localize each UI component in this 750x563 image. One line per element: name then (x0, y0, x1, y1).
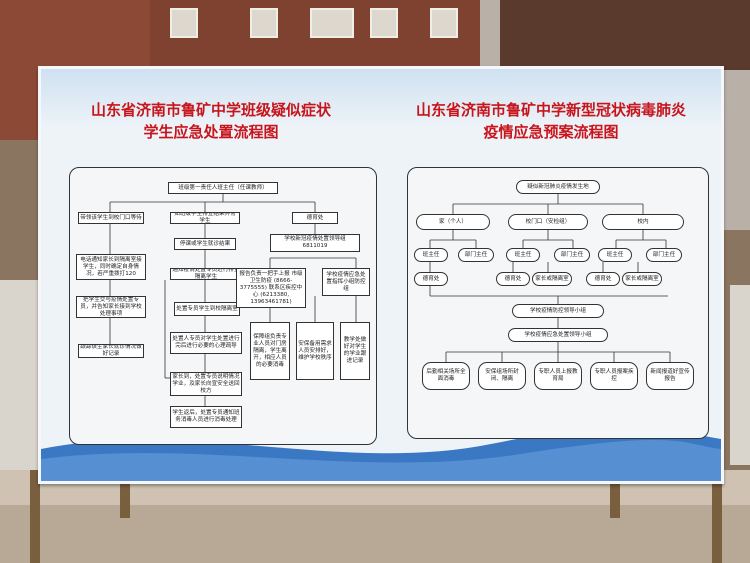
left-col2-box: 处置专员学生到校隔离室 (174, 302, 240, 316)
left-col3-box: 教学处做好对学生的学业跟进记录 (340, 322, 370, 380)
right-level3-box: 家长或隔离室 (622, 272, 662, 286)
right-level2-box: 部门主任 (458, 248, 494, 262)
board-leg (120, 478, 130, 518)
notice-board: 山东省济南市鲁矿中学班级疑似症状 学生应急处置流程图 山东省济南市鲁矿中学新型冠… (38, 66, 724, 484)
left-col1-box: 带领该学生到校门口等待 (78, 212, 144, 224)
board-footer-wave (41, 426, 721, 481)
right-flowchart: 疑似新冠肺炎疫情发生地 家（个人） 校门口（安检组） 校内 班主任 部门主任 班… (407, 167, 709, 439)
right-title-line1: 山东省济南市鲁矿中学新型冠状病毒肺炎 (415, 101, 686, 119)
left-col2-box: 如班级学生排查结果异常学生 (170, 212, 240, 224)
right-group-box: 学校疫情应急处置领导小组 (508, 328, 608, 342)
right-level3-box: 家长或隔离室 (532, 272, 572, 286)
right-level1-box: 校内 (602, 214, 684, 230)
left-title: 山东省济南市鲁矿中学班级疑似症状 学生应急处置流程图 (61, 99, 361, 143)
left-flowchart: 班级第一责任人班主任（任课教师） 带领该学生到校门口等待 电话通知家长到隔离室接… (69, 167, 377, 445)
right-group-box: 学校疫情防控领导小组 (512, 304, 604, 318)
window (310, 8, 354, 38)
right-bottom-box: 新闻报道好宣传报告 (646, 362, 694, 390)
right-level2-box: 部门主任 (554, 248, 590, 262)
window (370, 8, 398, 38)
left-col2-box: 通知疫情处置专员进行排查隔离学生 (170, 268, 242, 280)
right-bottom-box: 后勤相关场所全面消毒 (422, 362, 470, 390)
railing-right (730, 285, 750, 465)
right-level2-box: 班主任 (506, 248, 540, 262)
right-bottom-box: 专职人员上报教育局 (534, 362, 582, 390)
left-col3-box: 保障组负责专业人员对门房隔离，学生离开，相应人员的必要消毒 (250, 322, 290, 380)
right-bottom-box: 安保组场所封闭、隔离 (478, 362, 526, 390)
balcony (500, 0, 750, 70)
right-top-box: 疑似新冠肺炎疫情发生地 (516, 180, 600, 194)
left-col3-box: 安保备用需求人员安排好，维护学校秩序 (296, 322, 334, 380)
window (430, 8, 458, 38)
left-top-box: 班级第一责任人班主任（任课教师） (168, 182, 278, 194)
right-title: 山东省济南市鲁矿中学新型冠状病毒肺炎 疫情应急预案流程图 (391, 99, 711, 143)
right-title-line2: 疫情应急预案流程图 (483, 123, 619, 141)
board-header-wave (41, 69, 721, 129)
left-col1-box: 跟踪该生家长就诊情况做好记录 (78, 344, 144, 358)
window (170, 8, 198, 38)
right-connectors (429, 194, 671, 362)
right-level3-box: 德育处 (414, 272, 448, 286)
left-col3-box: 学校疫情应急处置指挥小组防控组 (322, 268, 370, 296)
right-level1-box: 家（个人） (416, 214, 490, 230)
left-title-line1: 山东省济南市鲁矿中学班级疑似症状 (90, 101, 331, 119)
right-level3-box: 德育处 (496, 272, 530, 286)
right-bottom-box: 专职人员报案疾控 (590, 362, 638, 390)
left-col3-top-box: 德育处 (292, 212, 338, 224)
right-level2-box: 班主任 (598, 248, 632, 262)
right-level1-box: 校门口（安检组） (508, 214, 588, 230)
board-leg (30, 470, 40, 563)
left-col1-box: 把学生交与疫情处置专员，并告知家长接到学校处理事项 (76, 296, 146, 318)
railing-left (0, 280, 38, 470)
left-title-line2: 学生应急处置流程图 (143, 123, 279, 141)
left-col1-box: 电话通知家长到隔离室接学生，同时确定自身情况，若严重拨打120 (76, 254, 146, 280)
ground-shadow (0, 505, 750, 563)
right-level3-box: 德育处 (586, 272, 620, 286)
right-level2-box: 班主任 (414, 248, 448, 262)
board-leg (610, 478, 620, 518)
left-col2-box: 家长到，处置专员说明情况学业，及家长向宣安全送回校方 (170, 372, 242, 396)
window (250, 8, 278, 38)
brick-building-middle (150, 0, 490, 70)
right-level2-box: 部门主任 (646, 248, 682, 262)
board-leg (712, 470, 722, 563)
left-col2-box: 停课或学生就诊结果 (174, 238, 236, 250)
left-col3-box: 报告负责一把手上报 市级卫生防疫 (8666-3775555) 联系区疾控中心 … (236, 268, 306, 308)
left-col3-box: 学校新冠疫情处置领导组 6811019 (270, 234, 360, 252)
left-col2-box: 学生返后，处置专员通知班务消毒人员进行消毒处理 (170, 406, 242, 428)
left-col2-box: 处置人专员对学生处置进行完后进行必要的心理疏导 (170, 332, 242, 354)
